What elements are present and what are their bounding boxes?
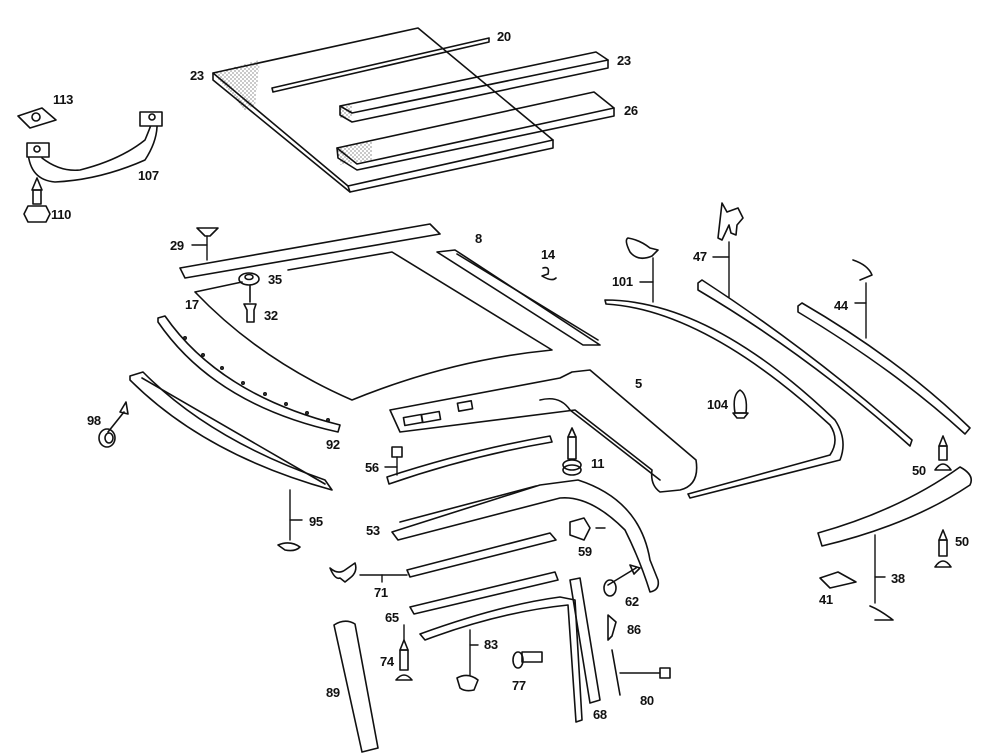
label-113: 113 xyxy=(53,92,74,107)
strip-80 xyxy=(611,649,671,696)
label-92: 92 xyxy=(326,437,340,452)
label-104: 104 xyxy=(707,397,728,412)
label-5: 5 xyxy=(635,376,642,391)
screw-11 xyxy=(562,427,582,476)
label-95: 95 xyxy=(309,514,323,529)
label-74: 74 xyxy=(380,654,394,669)
screw-98 xyxy=(98,401,129,448)
label-23b: 23 xyxy=(617,53,631,68)
label-17: 17 xyxy=(185,297,199,312)
label-110: 110 xyxy=(51,207,72,222)
rail-38 xyxy=(817,466,973,621)
clip-59 xyxy=(569,517,606,541)
screw-50-bottom xyxy=(934,529,952,568)
rail-65 xyxy=(409,571,559,615)
label-77: 77 xyxy=(512,678,526,693)
seal-101 xyxy=(604,237,844,499)
label-62: 62 xyxy=(625,594,639,609)
strip-71 xyxy=(329,532,557,583)
label-68: 68 xyxy=(593,707,607,722)
label-44: 44 xyxy=(834,298,848,313)
label-86: 86 xyxy=(627,622,641,637)
label-23a: 23 xyxy=(190,68,204,83)
screw-62 xyxy=(603,564,641,597)
pillar-trim-89 xyxy=(333,620,379,753)
label-101: 101 xyxy=(612,274,633,289)
label-107: 107 xyxy=(138,168,159,183)
label-56: 56 xyxy=(365,460,379,475)
screw-77 xyxy=(512,651,543,669)
strip-26 xyxy=(336,91,615,171)
label-35: 35 xyxy=(268,272,282,287)
screw-50-top xyxy=(934,435,952,471)
label-41: 41 xyxy=(819,592,833,607)
glass-panel-17 xyxy=(194,251,553,401)
label-20: 20 xyxy=(497,29,511,44)
seal-strip-8 xyxy=(436,249,601,346)
clip-14 xyxy=(541,266,557,281)
grommet-35 xyxy=(238,272,260,286)
label-89: 89 xyxy=(326,685,340,700)
label-53: 53 xyxy=(366,523,380,538)
label-65: 65 xyxy=(385,610,399,625)
clip-nut-113 xyxy=(17,107,57,129)
clip-41 xyxy=(819,571,857,589)
label-26: 26 xyxy=(624,103,638,118)
rail-53 xyxy=(391,479,660,593)
label-50b: 50 xyxy=(955,534,969,549)
label-32: 32 xyxy=(264,308,278,323)
strip-44 xyxy=(797,259,971,435)
label-38: 38 xyxy=(891,571,905,586)
strip-56 xyxy=(384,435,553,485)
front-trim-5 xyxy=(389,369,698,493)
side-strip-95 xyxy=(129,371,333,552)
post-68 xyxy=(569,577,601,704)
screw-74 xyxy=(395,624,413,681)
frame-83 xyxy=(419,596,583,723)
pin-32 xyxy=(243,284,257,323)
label-8: 8 xyxy=(475,231,482,246)
label-71: 71 xyxy=(374,585,388,600)
strip-20 xyxy=(271,37,490,93)
grab-handle-107 xyxy=(26,111,163,183)
label-98: 98 xyxy=(87,413,101,428)
fastener-104 xyxy=(732,389,749,419)
label-29: 29 xyxy=(170,238,184,253)
label-11: 11 xyxy=(591,456,605,471)
strip-23 xyxy=(339,51,609,123)
label-14: 14 xyxy=(541,247,555,262)
screw-110 xyxy=(23,177,51,223)
clip-86 xyxy=(607,614,617,641)
label-83: 83 xyxy=(484,637,498,652)
label-50a: 50 xyxy=(912,463,926,478)
side-rail-92 xyxy=(157,315,341,433)
front-rail-29 xyxy=(179,223,441,279)
label-80: 80 xyxy=(640,693,654,708)
label-47: 47 xyxy=(693,249,707,264)
headliner-panel xyxy=(212,27,554,193)
label-59: 59 xyxy=(578,544,592,559)
strip-47 xyxy=(697,202,913,447)
